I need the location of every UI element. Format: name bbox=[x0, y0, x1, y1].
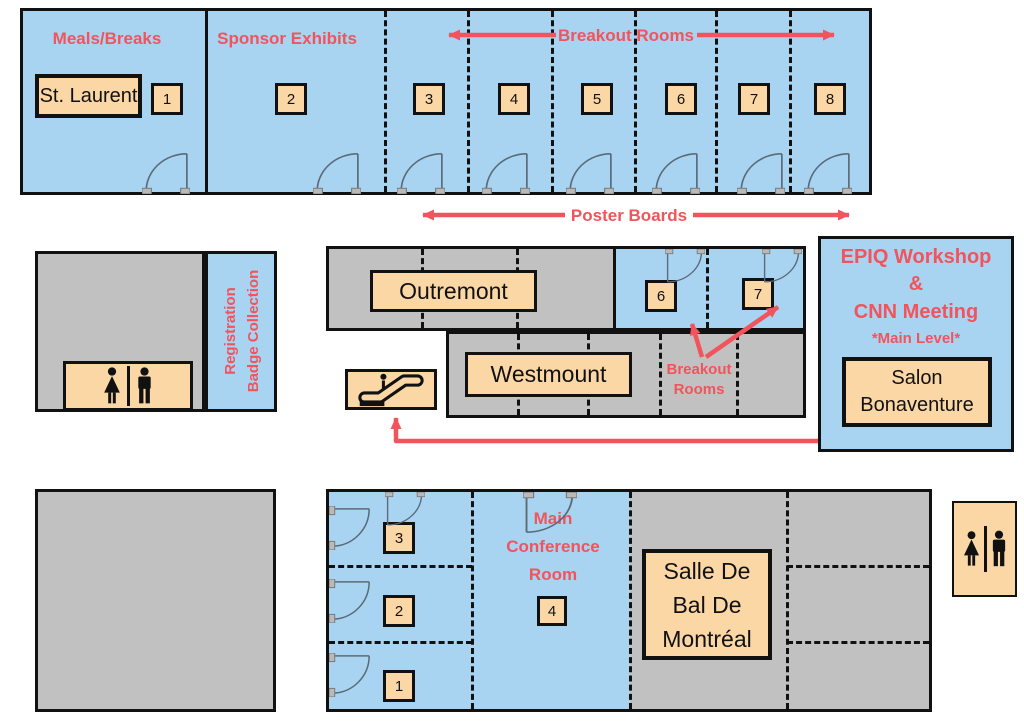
room-number: 5 bbox=[592, 90, 602, 108]
meals-breaks-label: Meals/Breaks bbox=[52, 29, 162, 48]
st-laurent-room-box: St. Laurent bbox=[35, 74, 142, 118]
epiq-line3: CNN Meeting bbox=[853, 301, 979, 323]
sponsor-exhibits-label: Sponsor Exhibits bbox=[217, 29, 357, 48]
breakout-rooms-header: Breakout Rooms bbox=[557, 26, 695, 45]
bottom-left-area bbox=[35, 489, 276, 712]
dashed-divider bbox=[787, 565, 929, 568]
room-number-box-8: 8 bbox=[814, 83, 846, 115]
restroom-box bbox=[63, 361, 193, 411]
dashed-divider bbox=[471, 492, 474, 709]
room-number: 3 bbox=[424, 90, 434, 108]
mid-room-number-box-6: 6 bbox=[645, 280, 677, 312]
epiq-line4: *Main Level* bbox=[871, 330, 961, 347]
room-number-box-7: 7 bbox=[738, 83, 770, 115]
room-number: 7 bbox=[753, 285, 763, 303]
wall-divider bbox=[205, 11, 208, 192]
westmount-room-box: Westmount bbox=[465, 352, 632, 397]
salle-line3: Montréal bbox=[662, 625, 752, 652]
room-number: 4 bbox=[547, 602, 557, 620]
bottom-room-number-box-3: 3 bbox=[383, 522, 415, 554]
room-number: 1 bbox=[394, 677, 404, 695]
room-number: 1 bbox=[162, 90, 172, 108]
epiq-line1: EPIQ Workshop bbox=[840, 246, 992, 268]
room-number-box-3: 3 bbox=[413, 83, 445, 115]
escalator-box bbox=[345, 369, 437, 410]
room-number: 6 bbox=[676, 90, 686, 108]
restroom-box-2 bbox=[952, 501, 1017, 597]
woman-icon bbox=[963, 531, 979, 566]
poster-boards-label: Poster Boards bbox=[570, 206, 688, 225]
dashed-divider bbox=[634, 11, 637, 192]
bottom-room-number-box-4: 4 bbox=[537, 596, 567, 626]
bottom-room-number-box-1: 1 bbox=[383, 670, 415, 702]
dashed-divider bbox=[787, 641, 929, 644]
registration-label: Registration Badge Collection bbox=[219, 270, 266, 393]
dashed-divider bbox=[629, 492, 632, 709]
dashed-divider bbox=[736, 334, 739, 415]
room-number-box-4: 4 bbox=[498, 83, 530, 115]
room-number: 7 bbox=[749, 90, 759, 108]
bottom-room-number-box-2: 2 bbox=[383, 595, 415, 627]
restroom-icon bbox=[66, 364, 190, 408]
room-number: 8 bbox=[825, 90, 835, 108]
dashed-divider bbox=[789, 11, 792, 192]
escalator-arrow bbox=[390, 417, 818, 444]
mid-breakout-label-line2: Rooms bbox=[673, 381, 725, 398]
salon-bonaventure-box: Salon Bonaventure bbox=[842, 357, 992, 427]
mid-room-number-box-7: 7 bbox=[742, 278, 774, 310]
dashed-divider bbox=[329, 641, 472, 644]
room-number-box-2: 2 bbox=[275, 83, 307, 115]
registration-strip bbox=[205, 251, 277, 412]
room-number: 2 bbox=[286, 90, 296, 108]
salle-de-bal-box: Salle De Bal De Montréal bbox=[642, 549, 772, 660]
westmount-label: Westmount bbox=[490, 361, 607, 387]
restroom-divider bbox=[983, 526, 987, 572]
room-number-box-1: 1 bbox=[151, 83, 183, 115]
salon-line2: Bonaventure bbox=[860, 394, 974, 416]
dashed-divider bbox=[786, 492, 789, 709]
main-conf-label-line3: Room bbox=[528, 565, 578, 584]
salle-line2: Bal De bbox=[672, 591, 742, 618]
main-conf-label-line1: Main bbox=[533, 509, 573, 528]
salon-line1: Salon bbox=[891, 367, 943, 389]
registration-line2: Badge Collection bbox=[245, 269, 262, 393]
st-laurent-label: St. Laurent bbox=[39, 84, 138, 107]
room-number-box-5: 5 bbox=[581, 83, 613, 115]
mid-breakout-label-line1: Breakout bbox=[666, 361, 732, 378]
woman-icon bbox=[104, 367, 120, 404]
outremont-label: Outremont bbox=[399, 277, 508, 304]
salle-line1: Salle De bbox=[663, 557, 751, 584]
man-icon bbox=[138, 367, 151, 404]
dashed-divider bbox=[706, 249, 709, 328]
room-number: 3 bbox=[394, 529, 404, 547]
registration-line1: Registration bbox=[221, 287, 239, 375]
dashed-divider bbox=[551, 11, 554, 192]
epiq-line2: & bbox=[908, 273, 924, 295]
main-conf-label-line2: Conference bbox=[506, 537, 600, 556]
room-number-box-6: 6 bbox=[665, 83, 697, 115]
dashed-divider bbox=[659, 334, 662, 415]
restroom-icon bbox=[954, 503, 1015, 595]
dashed-divider bbox=[715, 11, 718, 192]
room-number: 6 bbox=[656, 287, 666, 305]
dashed-divider bbox=[384, 11, 387, 192]
outremont-room-box: Outremont bbox=[370, 270, 537, 312]
dashed-divider bbox=[467, 11, 470, 192]
room-number: 4 bbox=[509, 90, 519, 108]
room-number: 2 bbox=[394, 602, 404, 620]
restroom-divider bbox=[127, 366, 130, 406]
man-icon bbox=[992, 530, 1005, 567]
escalator-icon bbox=[358, 373, 424, 406]
dashed-divider bbox=[329, 565, 472, 568]
